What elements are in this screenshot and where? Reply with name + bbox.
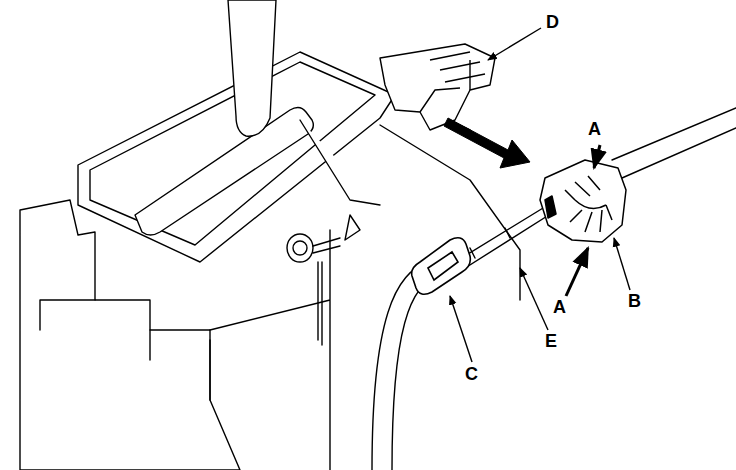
cable-end-housing — [540, 160, 626, 242]
callout-letter: E — [545, 332, 557, 350]
leader-lines — [450, 28, 630, 362]
cable-clip — [380, 44, 495, 130]
callout-letter: A — [553, 298, 566, 316]
callout-letter: D — [546, 13, 559, 31]
grommet — [412, 238, 471, 295]
callout-letter: B — [628, 292, 641, 310]
shift-cable — [372, 108, 736, 470]
removal-arrow — [444, 118, 530, 168]
console-housing — [20, 0, 520, 470]
callout-letter: A — [588, 120, 601, 138]
callout-letter: C — [465, 365, 478, 383]
